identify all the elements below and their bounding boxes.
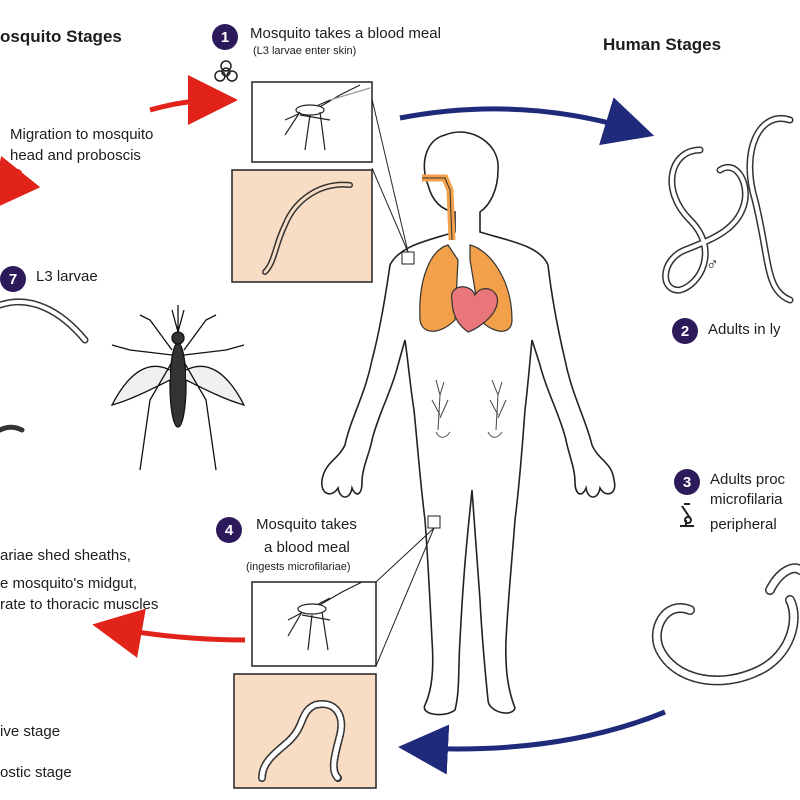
panel-microfilaria-bottom (233, 673, 377, 789)
red-arrow-bottom (92, 608, 246, 658)
skin-marker-bottom (427, 515, 441, 529)
shed-label-2: e mosquito's midgut, (0, 575, 138, 592)
red-arrow-left (0, 155, 41, 211)
step-1-label: Mosquito takes a blood meal (250, 25, 441, 42)
legend-diagnostic: ostic stage (0, 764, 72, 781)
shed-label-3: rate to thoracic muscles (0, 596, 159, 613)
step-4-label-3: (ingests microfilariae) (246, 561, 351, 573)
migration-label-1: Migration to mosquito (10, 126, 154, 143)
biohazard-icon (214, 60, 238, 82)
red-arrow-top (149, 75, 238, 126)
step-4-label-2: a blood meal (264, 539, 350, 556)
step-3-label-3: peripheral (710, 516, 777, 533)
panel-larva-top (231, 169, 373, 283)
step-2-label: Adults in ly (708, 321, 781, 338)
step-3-badge: 3 (674, 469, 700, 495)
lymphatic-vessels (431, 379, 507, 438)
human-body (321, 131, 616, 716)
step-3-label-2: microfilaria (710, 491, 783, 508)
step-7-label: L3 larvae (36, 268, 98, 285)
shed-label-1: ariae shed sheaths, (0, 547, 131, 564)
panel-mosquito-bite-top (251, 81, 373, 163)
mosquito-stages-heading: osquito Stages (0, 27, 122, 46)
step-3-label-1: Adults proc (710, 471, 786, 488)
small-larva-sketch (0, 424, 25, 433)
heart (451, 286, 498, 333)
blue-arrow-top (399, 97, 655, 146)
mosquito-large (110, 305, 246, 471)
migration-label-2: head and proboscis (10, 147, 141, 164)
skin-marker-top (401, 251, 415, 265)
step-2-badge: 2 (672, 318, 698, 344)
microfilaria-right (651, 563, 800, 686)
panel-mosquito-bite-bottom (251, 581, 377, 667)
microscope-icon (680, 503, 694, 527)
left-lung (419, 244, 459, 332)
mosquito-bite-sketch-top (284, 84, 371, 151)
step-7-badge: 7 (0, 266, 26, 292)
step-4-label-1: Mosquito takes (256, 516, 357, 533)
trachea (422, 174, 456, 241)
legend-infective: ive stage (0, 723, 61, 740)
step-1-sublabel: (L3 larvae enter skin) (253, 45, 357, 57)
blue-arrow-bottom (398, 709, 666, 775)
human-stages-heading: Human Stages (603, 35, 722, 54)
step-1-badge: 1 (212, 24, 238, 50)
step-4-badge: 4 (216, 517, 242, 543)
male-symbol: ♂ (706, 255, 719, 274)
mosquito-bite-sketch-bottom (287, 581, 363, 651)
